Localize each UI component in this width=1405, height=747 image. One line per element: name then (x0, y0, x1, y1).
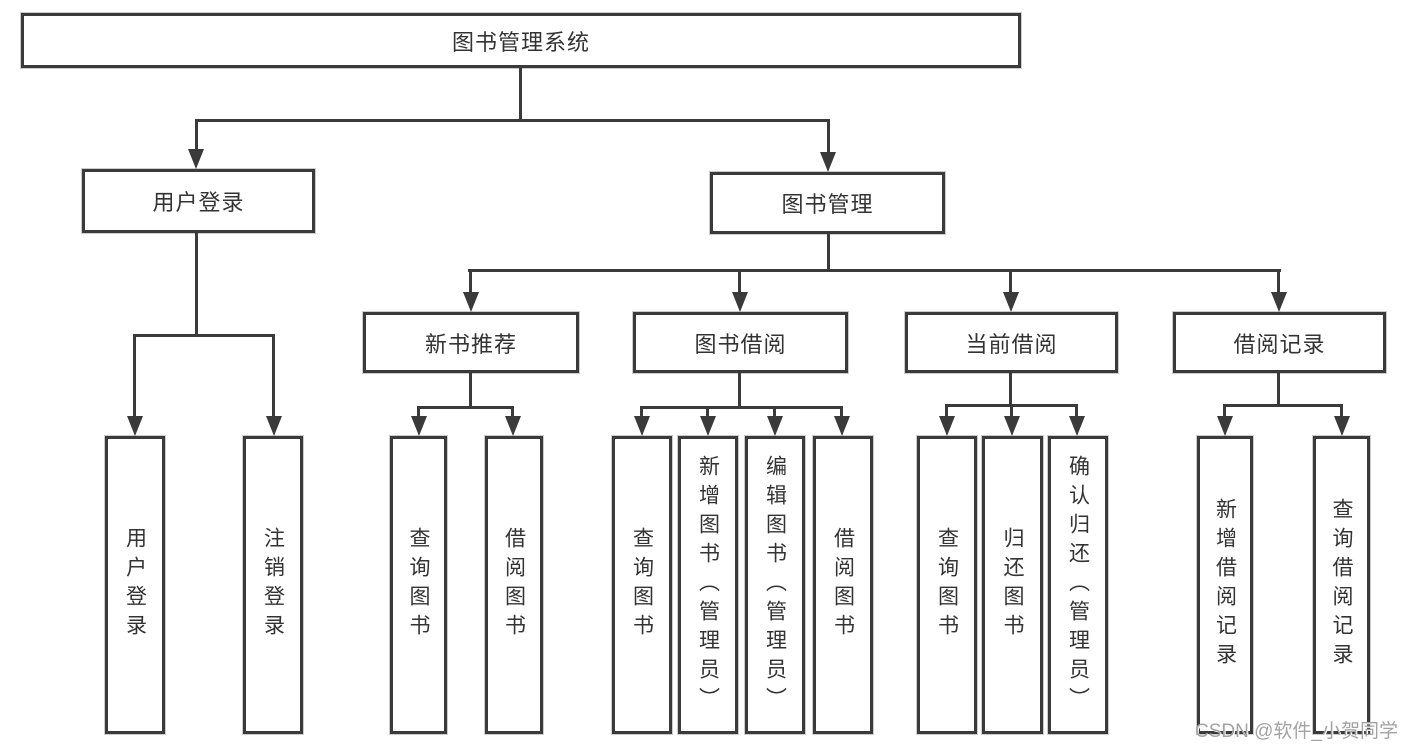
node-root: 图书管理系统 (21, 13, 1021, 68)
connector-drop-bb-borrow (840, 406, 843, 418)
node-root-label: 图书管理系统 (451, 29, 590, 55)
arrowhead-br-query (1334, 416, 1350, 436)
leaf-user-login-label: 用户登录 (123, 527, 147, 643)
leaf-user-login: 用户登录 (105, 436, 165, 734)
connector-drop-br-query (1340, 404, 1343, 418)
connector-drop-bb-edit (773, 406, 776, 418)
connector-drop-borrow-records (1277, 269, 1280, 294)
connector-book-management-stem (827, 234, 830, 272)
leaf-logout-label: 注销登录 (261, 527, 285, 643)
connector-user-login-bus (133, 334, 275, 337)
connector-nbr-stem (469, 373, 472, 409)
node-user-login: 用户登录 (82, 169, 315, 233)
leaf-nbr-query-books-label: 查询图书 (407, 527, 430, 643)
connector-drop-bb-add (706, 406, 709, 418)
leaf-nbr-borrow-books-label: 借阅图书 (502, 527, 526, 643)
arrowhead-bb-add (700, 416, 716, 436)
connector-drop-current-borrowing (1009, 269, 1012, 294)
connector-drop-nbr-query (417, 406, 420, 418)
connector-bb-stem (738, 373, 741, 409)
leaf-br-add-record: 新增借阅记录 (1197, 436, 1253, 734)
connector-level3-bus (468, 269, 1281, 272)
connector-root-stem (519, 68, 522, 121)
leaf-cb-return-books: 归还图书 (982, 436, 1043, 734)
connector-cb-stem (1009, 373, 1012, 407)
leaf-cb-return-books-label: 归还图书 (1001, 527, 1024, 643)
node-book-borrowing-label: 图书借阅 (694, 331, 787, 357)
connector-br-bus (1223, 404, 1342, 407)
node-new-book-recommend-label: 新书推荐 (424, 331, 517, 357)
node-book-borrowing: 图书借阅 (633, 312, 848, 373)
arrowhead-current-borrowing (1003, 292, 1019, 312)
node-new-book-recommend: 新书推荐 (363, 312, 579, 373)
node-current-borrowing: 当前借阅 (905, 312, 1118, 373)
leaf-cb-confirm-return-admin-label: 确认归还（管理员） (1066, 454, 1090, 716)
leaf-bb-edit-books-admin-label: 编辑图书（管理员） (763, 454, 787, 716)
connector-br-stem (1277, 373, 1280, 407)
arrowhead-cb-return (1004, 416, 1020, 436)
leaf-bb-query-books-label: 查询图书 (630, 527, 654, 643)
csdn-watermark: CSDN @软件_小贺同学 (1195, 721, 1398, 742)
leaf-cb-query-books: 查询图书 (917, 436, 977, 734)
arrowhead-br-add (1217, 416, 1233, 436)
arrowhead-leaf-user-login (127, 416, 143, 436)
connector-drop-nbr-borrow (511, 406, 514, 418)
arrowhead-leaf-logout (266, 416, 282, 436)
connector-drop-cb-confirm (1075, 404, 1078, 418)
leaf-bb-edit-books-admin: 编辑图书（管理员） (745, 436, 805, 734)
arrowhead-bb-query (634, 416, 650, 436)
node-book-management: 图书管理 (710, 172, 945, 234)
node-borrow-records: 借阅记录 (1173, 312, 1386, 373)
leaf-bb-query-books: 查询图书 (612, 436, 672, 734)
arrowhead-book-borrowing (732, 292, 748, 312)
connector-drop-leaf-user-login (133, 334, 136, 418)
leaf-br-query-record: 查询借阅记录 (1313, 436, 1370, 734)
connector-bb-bus (640, 406, 843, 409)
connector-drop-br-add (1223, 404, 1226, 418)
connector-nbr-bus (417, 406, 514, 409)
connector-user-login-stem (195, 233, 198, 336)
arrowhead-nbr-borrow (505, 416, 521, 436)
connector-drop-book-borrowing (738, 269, 741, 294)
leaf-bb-add-books-admin: 新增图书（管理员） (678, 436, 738, 734)
leaf-br-query-record-label: 查询借阅记录 (1330, 498, 1353, 672)
arrowhead-nbr-query (411, 416, 427, 436)
connector-drop-bb-query (640, 406, 643, 418)
connector-drop-cb-query (945, 404, 948, 418)
leaf-bb-borrow-books: 借阅图书 (813, 436, 873, 734)
arrowhead-cb-confirm (1069, 416, 1085, 436)
arrowhead-cb-query (939, 416, 955, 436)
connector-drop-new-book-recommend (469, 269, 472, 294)
arrowhead-book-management (820, 152, 836, 172)
leaf-cb-confirm-return-admin: 确认归还（管理员） (1048, 436, 1108, 734)
arrowhead-user-login (188, 149, 204, 169)
node-user-login-label: 用户登录 (152, 190, 245, 215)
connector-drop-cb-return (1010, 404, 1013, 418)
leaf-cb-query-books-label: 查询图书 (935, 527, 959, 643)
leaf-nbr-query-books: 查询图书 (390, 436, 447, 734)
connector-drop-leaf-logout (272, 334, 275, 418)
node-book-management-label: 图书管理 (781, 192, 874, 217)
leaf-br-add-record-label: 新增借阅记录 (1213, 498, 1237, 672)
leaf-bb-borrow-books-label: 借阅图书 (831, 527, 855, 643)
leaf-nbr-borrow-books: 借阅图书 (485, 436, 543, 734)
node-current-borrowing-label: 当前借阅 (965, 331, 1058, 357)
arrowhead-new-book-recommend (463, 292, 479, 312)
arrowhead-bb-edit (767, 416, 783, 436)
node-borrow-records-label: 借阅记录 (1233, 331, 1326, 357)
connector-drop-user-login (195, 119, 198, 151)
arrowhead-bb-borrow (834, 416, 850, 436)
arrowhead-borrow-records (1271, 292, 1287, 312)
connector-drop-book-management (827, 119, 830, 154)
leaf-logout: 注销登录 (243, 436, 303, 734)
connector-level2-bus (196, 119, 830, 122)
leaf-bb-add-books-admin-label: 新增图书（管理员） (696, 454, 720, 716)
